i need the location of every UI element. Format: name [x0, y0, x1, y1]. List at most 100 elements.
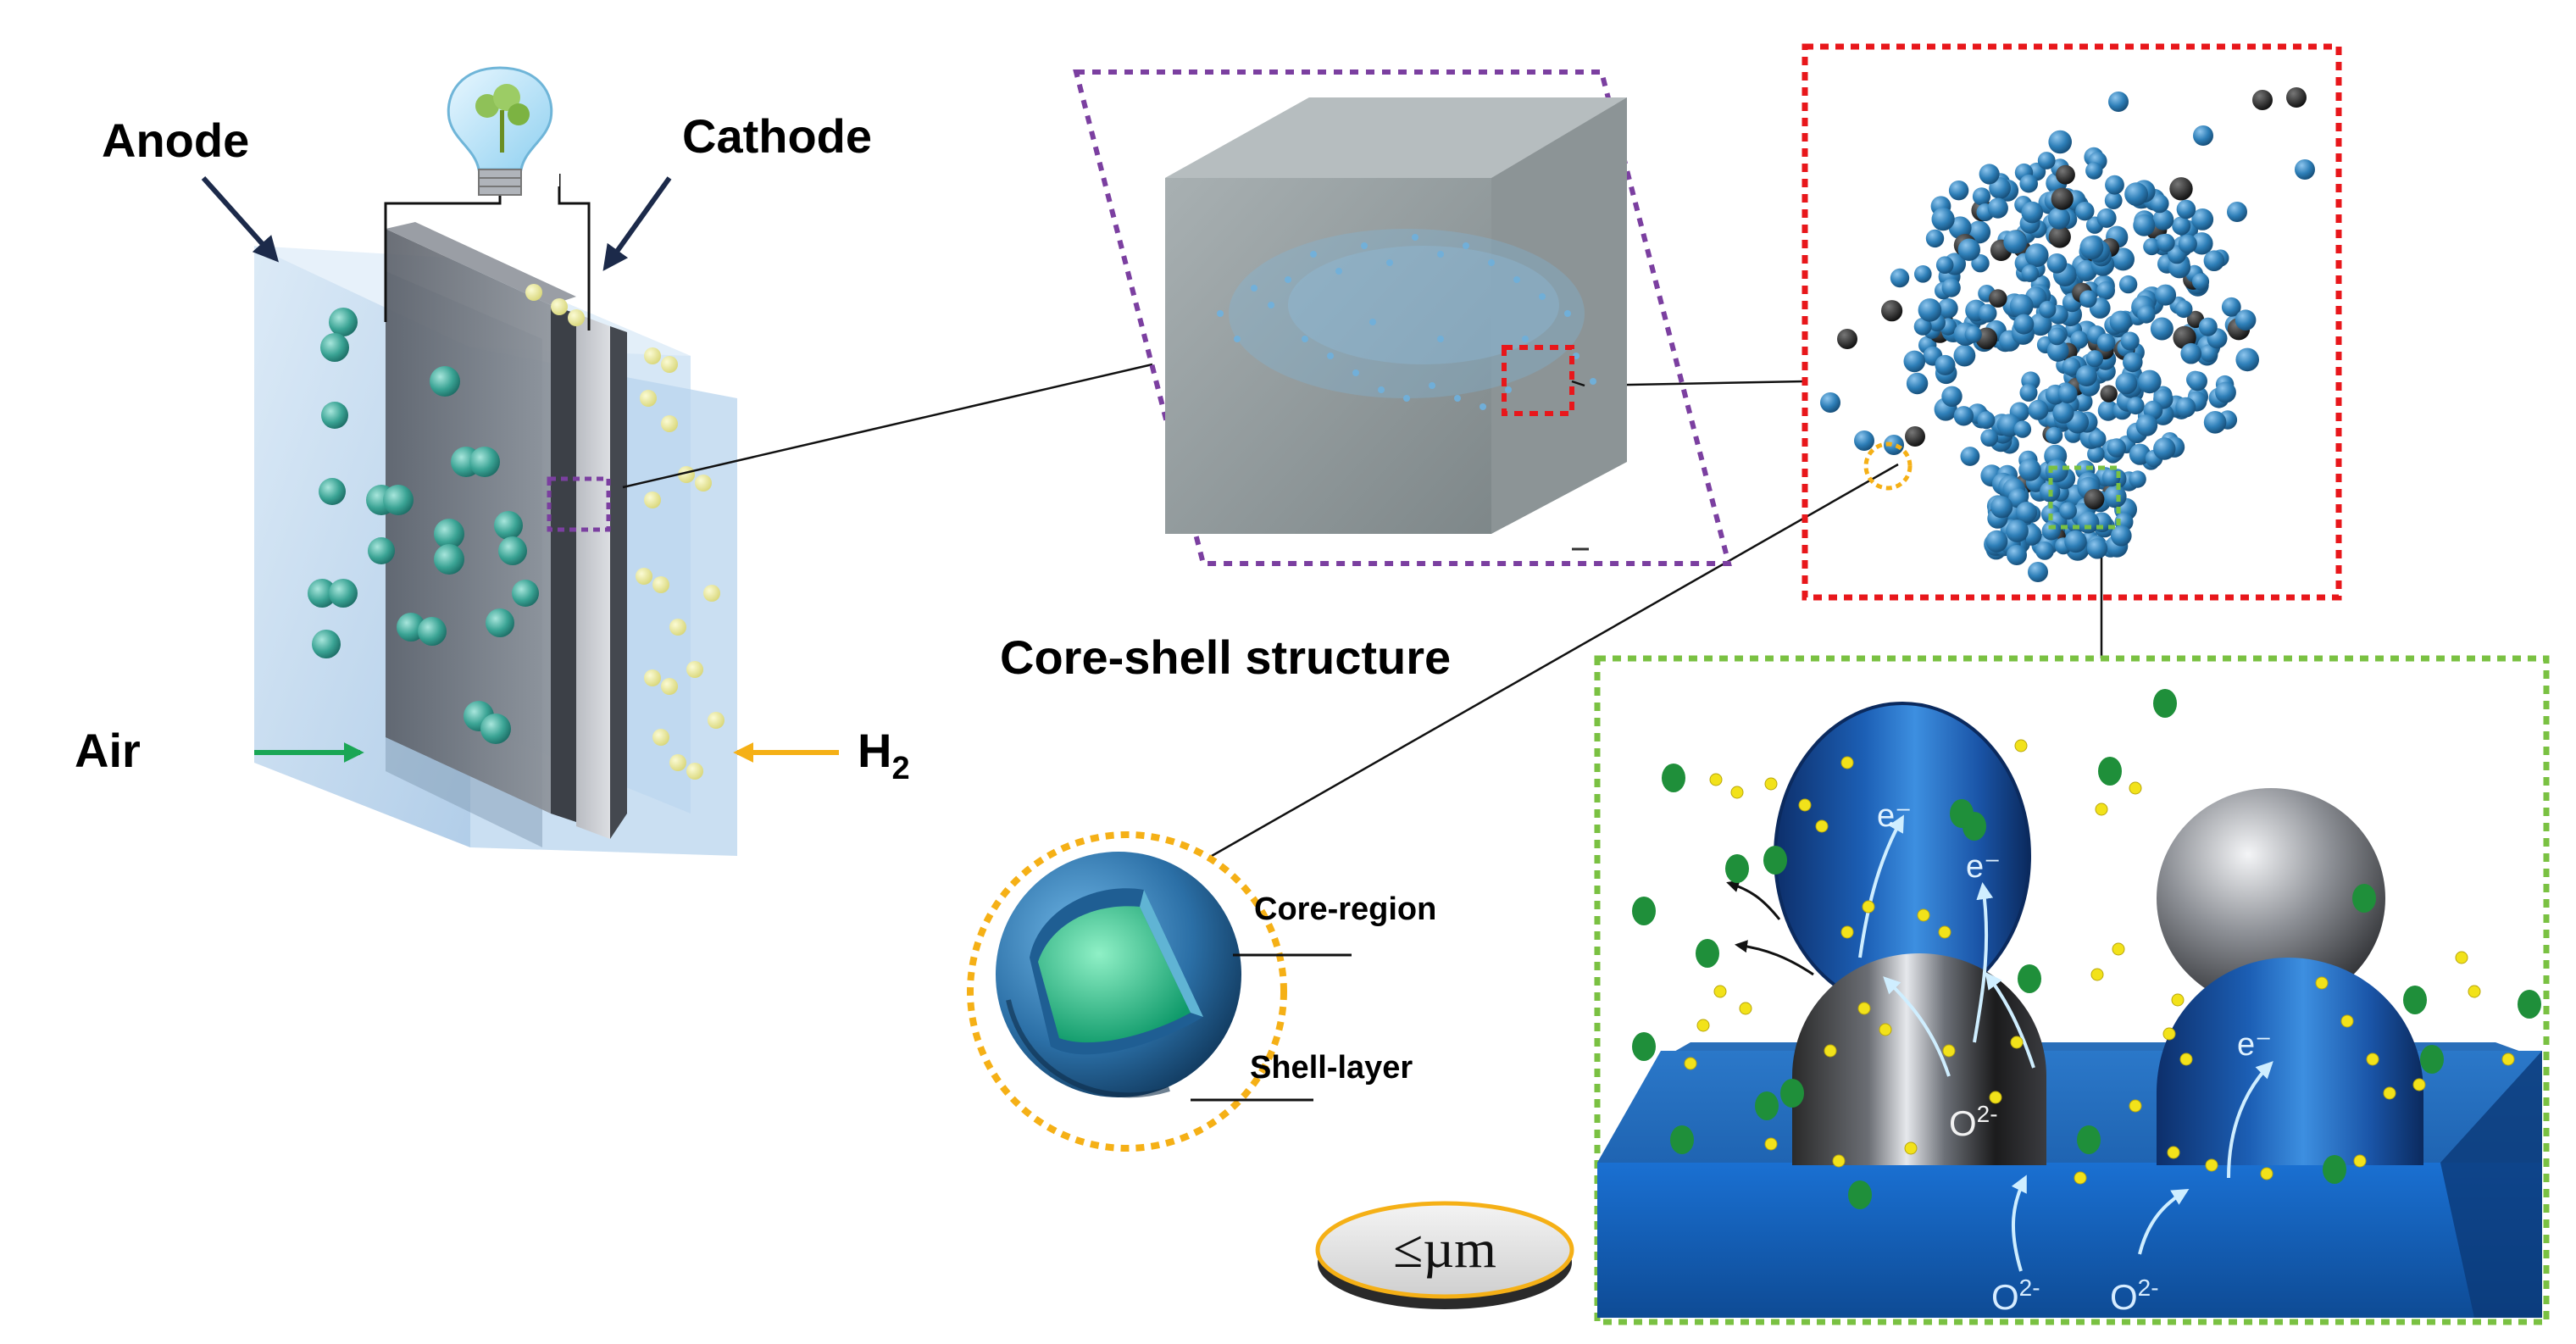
cluster-particle: [2118, 275, 2138, 294]
cluster-particle: [2062, 357, 2081, 376]
cluster-particle: [2126, 397, 2145, 415]
cluster-particle: [2021, 201, 2043, 224]
cluster-particle: [1987, 197, 2008, 219]
cluster-particle: [2079, 290, 2097, 308]
cluster-particle: [2286, 87, 2307, 108]
cluster-particle: [2109, 310, 2132, 333]
core-region-shape: [1038, 906, 1191, 1043]
cluster-particle: [2111, 525, 2132, 547]
hydrogen-molecule: [2260, 1167, 2273, 1180]
hydrogen-molecule: [2129, 781, 2142, 795]
cluster-particle: [1854, 430, 1874, 451]
cluster-particle: [2120, 331, 2140, 351]
cluster-particle: [2191, 208, 2214, 230]
cluster-particle: [2105, 175, 2124, 195]
hydrogen-molecule: [2090, 968, 2104, 981]
interface-panel: e⁻ e⁻ e⁻ O2- O2- O2-: [1594, 655, 2550, 1325]
hydrogen-molecule: [2501, 1052, 2515, 1066]
cluster-particle: [2193, 125, 2213, 146]
cluster-particle: [2075, 202, 2095, 221]
cluster-particle: [1964, 325, 1982, 343]
hydrogen-molecule: [2171, 993, 2185, 1007]
cluster-particle: [2051, 187, 2074, 210]
cluster-particle: [2006, 519, 2029, 542]
oxygen-molecule: [2403, 986, 2427, 1014]
purple-zoom-frame: [1073, 69, 1732, 566]
cluster-particle: [2108, 92, 2129, 112]
cluster-particle: [2152, 208, 2174, 230]
cluster-particle: [2028, 399, 2049, 420]
cluster-particle: [1837, 329, 1857, 349]
hydrogen-molecule: [2095, 803, 2108, 816]
hydrogen-molecule: [2205, 1158, 2218, 1172]
electron-label-2: e⁻: [1966, 849, 2001, 885]
cluster-particle: [1953, 406, 1974, 426]
hydrogen-molecule: [1840, 756, 1854, 769]
cluster-particle: [2198, 317, 2218, 336]
cluster-particle: [2191, 273, 2210, 291]
cluster-particle: [2013, 314, 2035, 335]
cluster-particle: [2086, 538, 2108, 559]
core-shell-title: Core-shell structure: [1000, 630, 1451, 684]
cluster-particle: [2153, 437, 2176, 460]
cluster-particle: [2037, 152, 2056, 169]
hydrogen-molecule: [2366, 1052, 2379, 1066]
hydrogen-molecule: [2455, 951, 2468, 964]
cluster-particle: [2176, 199, 2196, 219]
cluster-particle: [2157, 233, 2175, 253]
hydrogen-molecule: [1764, 1137, 1778, 1151]
oxygen-molecule: [2077, 1125, 2101, 1154]
cluster-zoom-marker-green: [2048, 465, 2121, 530]
cluster-particle: [2150, 194, 2169, 214]
cluster-particle: [1890, 268, 1910, 288]
cluster-particle: [2169, 177, 2193, 201]
blue-particle-front: [2157, 958, 2423, 1165]
cluster-particle: [2070, 330, 2089, 349]
cluster-particle: [1905, 426, 1925, 447]
cluster-particle: [1884, 435, 1904, 455]
hydrogen-molecule: [1824, 1044, 1837, 1058]
cluster-particle: [1935, 354, 1956, 375]
red-zoom-frame: [1802, 43, 2342, 601]
hydrogen-molecule: [2383, 1086, 2396, 1100]
cluster-particle: [2048, 225, 2071, 248]
cluster-particle: [1971, 254, 1990, 273]
hydrogen-molecule: [1815, 819, 1829, 833]
cluster-particle: [2059, 502, 2078, 520]
cluster-particle: [1925, 229, 1945, 248]
cluster-particle: [1977, 411, 1996, 430]
oxygen-molecule: [1662, 764, 1685, 792]
hydrogen-molecule: [1730, 786, 1744, 799]
oxygen-molecule: [1632, 897, 1656, 925]
cluster-particle: [2045, 459, 2068, 483]
anode-plate: [386, 229, 551, 814]
oxygen-molecule: [1755, 1091, 1779, 1120]
hydrogen-molecule: [2112, 942, 2125, 956]
cluster-particle: [2115, 372, 2138, 395]
cluster-particle: [1918, 298, 1942, 322]
oxygen-molecule: [1632, 1032, 1656, 1061]
oxygen-molecule: [2018, 964, 2041, 993]
oxygen-molecule: [1670, 1125, 1694, 1154]
cluster-particle: [2215, 381, 2236, 403]
cluster-particle: [2123, 352, 2143, 373]
hydrogen-molecule: [1713, 985, 1727, 998]
cluster-particle: [2107, 438, 2126, 458]
cluster-particle: [2129, 443, 2151, 465]
cluster-particle: [2046, 426, 2063, 444]
cluster-particle: [1978, 303, 1997, 323]
oxygen-molecule: [1725, 854, 1749, 883]
oxygen-molecule: [2323, 1155, 2346, 1184]
cluster-particle: [2085, 162, 2103, 180]
gas-molecules: [1632, 689, 2541, 1209]
cluster-particle: [1903, 350, 1926, 373]
hydrogen-molecule: [2074, 1171, 2087, 1185]
cluster-particle: [2235, 347, 2259, 372]
oxygen-ion-label-inner: O2-: [1949, 1101, 1998, 1143]
cluster-particle: [2143, 237, 2161, 256]
electron-label-1: e⁻: [1877, 798, 1912, 834]
hydrogen-molecule: [2010, 1036, 2024, 1049]
oxygen-particles: [308, 308, 539, 744]
shell-layer-label: Shell-layer: [1250, 1050, 1413, 1086]
hydrogen-molecule: [1840, 925, 1854, 939]
